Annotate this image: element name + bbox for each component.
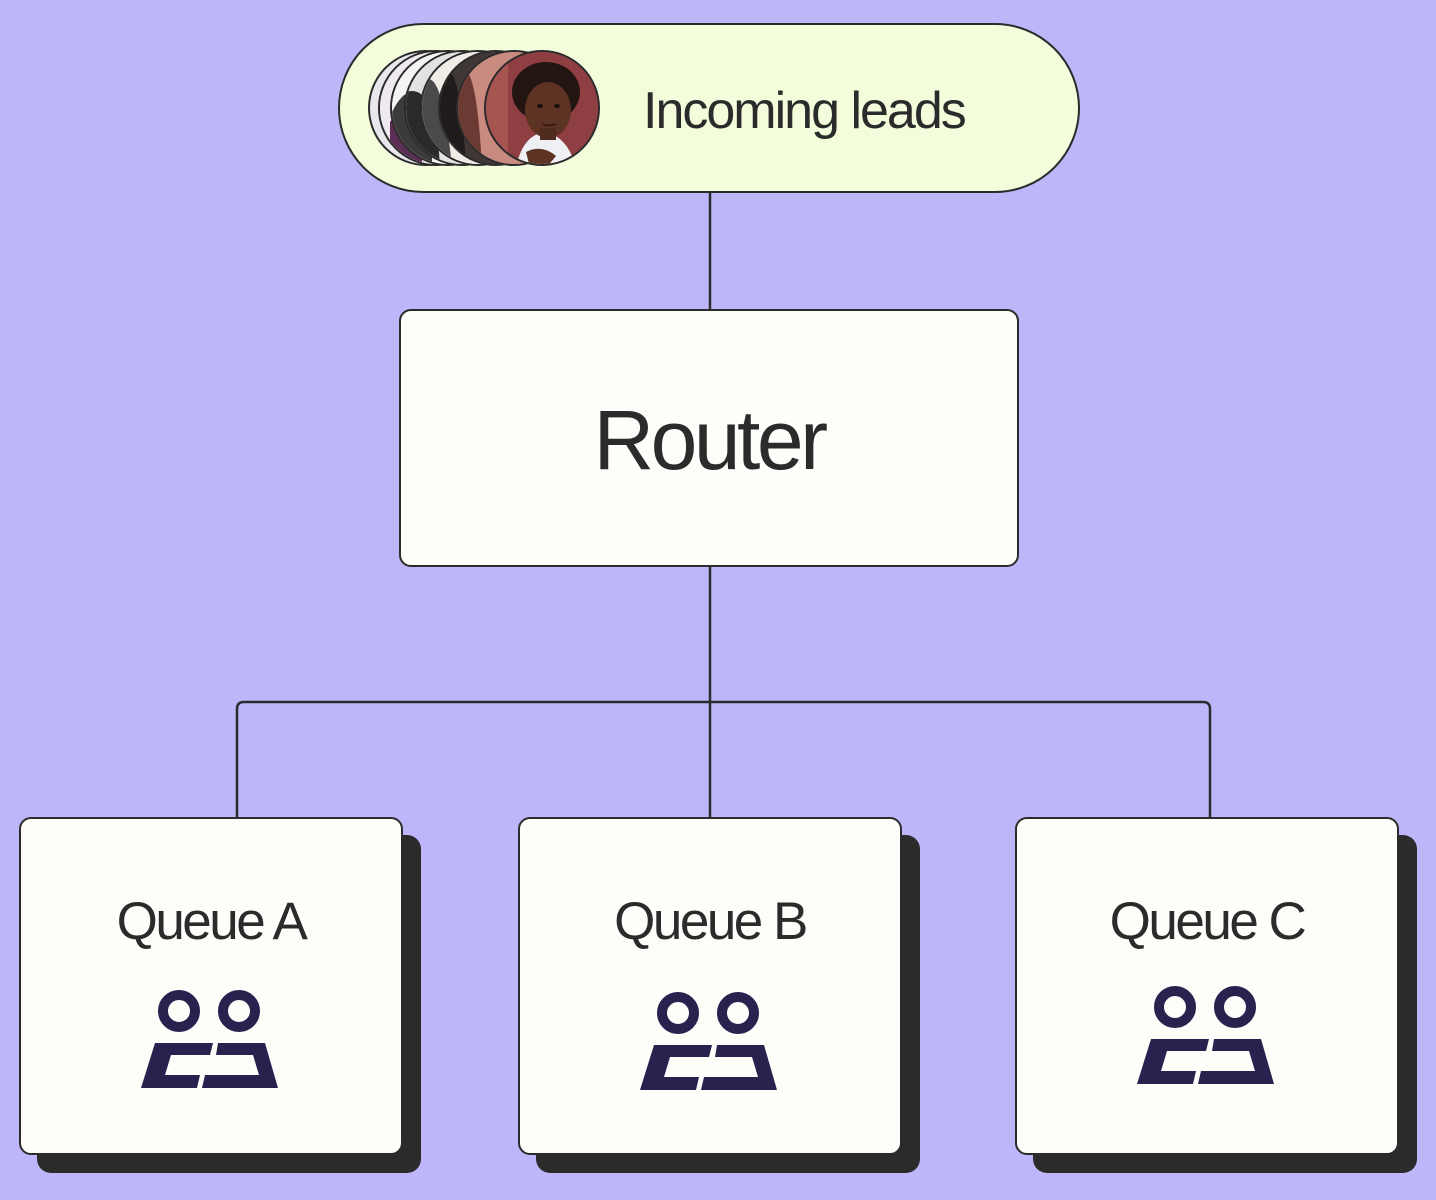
people-icon [640,992,777,1090]
queue-a-node: Queue A [19,817,403,1155]
lead-avatar [484,50,600,166]
router-node: Router [399,309,1019,567]
queue-b-label: Queue B [614,892,808,951]
queue-b-node: Queue B [518,817,902,1155]
queue-c-node: Queue C [1015,817,1399,1155]
people-icon [141,990,278,1088]
people-icon [1137,986,1274,1084]
queue-a-label: Queue A [116,892,308,951]
incoming-leads-node: Incoming leads [338,23,1080,193]
queue-c-label: Queue C [1109,892,1307,951]
lead-avatar-stack [368,50,608,168]
router-label: Router [593,393,828,487]
incoming-leads-label: Incoming leads [643,82,967,140]
connector-branch-bar [235,700,1212,818]
